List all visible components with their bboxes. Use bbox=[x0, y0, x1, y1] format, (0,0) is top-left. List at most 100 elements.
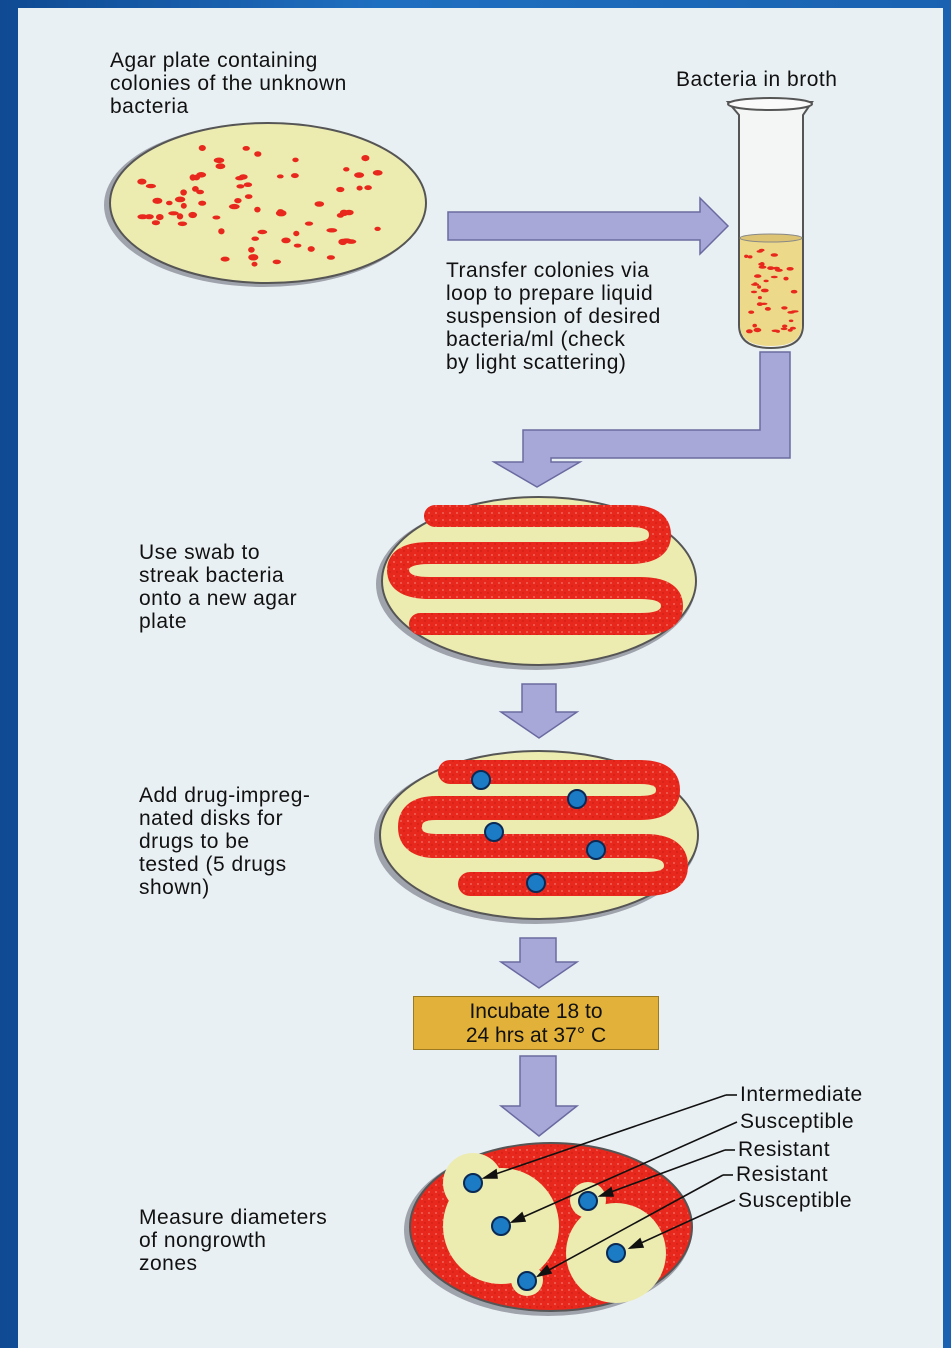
colony bbox=[212, 216, 220, 220]
transfer-label: Transfer colonies via loop to prepare li… bbox=[446, 259, 661, 374]
colony bbox=[245, 194, 253, 199]
colony bbox=[180, 189, 187, 195]
broth-cell bbox=[744, 255, 748, 258]
colony bbox=[336, 187, 344, 192]
drug-disk bbox=[607, 1244, 625, 1262]
broth-cell bbox=[771, 253, 778, 256]
colony bbox=[281, 238, 290, 244]
colony bbox=[166, 201, 173, 206]
drug-disk bbox=[587, 841, 605, 859]
result-label-2: Susceptible bbox=[740, 1110, 854, 1133]
broth-cell bbox=[761, 289, 769, 293]
broth-cell bbox=[781, 328, 788, 331]
colony bbox=[146, 184, 156, 188]
colony bbox=[137, 179, 146, 185]
drug-disk bbox=[485, 823, 503, 841]
colony bbox=[315, 201, 325, 207]
colony bbox=[188, 212, 197, 218]
colony bbox=[248, 247, 255, 253]
colony bbox=[340, 210, 348, 216]
arrow-to-broth bbox=[448, 198, 728, 254]
colony bbox=[234, 198, 241, 203]
arrow-to-incubate bbox=[501, 938, 577, 988]
broth-cell bbox=[783, 277, 788, 281]
streaked-agar-plate bbox=[376, 497, 696, 670]
colony bbox=[156, 214, 164, 220]
colony bbox=[244, 182, 252, 187]
drug-disk bbox=[472, 771, 490, 789]
drug-disk bbox=[579, 1192, 597, 1210]
drug-disk bbox=[527, 874, 545, 892]
broth-cell bbox=[791, 290, 798, 294]
colony bbox=[190, 174, 196, 180]
drug-disk bbox=[518, 1272, 536, 1290]
colony bbox=[251, 237, 259, 241]
colony bbox=[252, 262, 258, 267]
colony bbox=[292, 158, 298, 163]
arrow-to-result-plate bbox=[501, 1056, 577, 1136]
colony bbox=[374, 227, 380, 231]
colony bbox=[243, 146, 250, 151]
broth-cell bbox=[754, 328, 762, 332]
colony bbox=[236, 184, 244, 188]
broth-cell bbox=[746, 329, 753, 333]
broth-cell bbox=[791, 310, 799, 312]
colony bbox=[361, 155, 369, 161]
colony bbox=[357, 186, 363, 191]
broth-cell bbox=[758, 296, 762, 299]
colony bbox=[196, 172, 206, 178]
colony bbox=[308, 246, 315, 252]
colony bbox=[327, 255, 335, 260]
colony bbox=[181, 203, 187, 209]
colony bbox=[277, 209, 283, 213]
colony bbox=[152, 220, 160, 225]
colony bbox=[293, 231, 299, 236]
colony bbox=[221, 257, 230, 262]
broth-cell bbox=[787, 267, 794, 271]
agar-plate-colonies bbox=[104, 123, 426, 287]
colony bbox=[326, 228, 337, 232]
colony bbox=[354, 172, 364, 178]
colony bbox=[248, 254, 258, 260]
colony bbox=[254, 207, 260, 213]
colony bbox=[257, 230, 267, 234]
measure-label: Measure diameters of nongrowth zones bbox=[139, 1206, 327, 1275]
broth-cell bbox=[752, 324, 757, 328]
colony bbox=[152, 198, 162, 204]
broth-cell bbox=[789, 320, 794, 323]
drug-disk bbox=[568, 790, 586, 808]
broth-cell bbox=[751, 291, 757, 294]
broth-cell bbox=[776, 330, 780, 333]
broth-cell bbox=[782, 325, 787, 328]
result-label-3: Resistant bbox=[738, 1138, 830, 1161]
colony bbox=[175, 197, 185, 203]
colony bbox=[214, 158, 225, 164]
colony bbox=[216, 163, 226, 169]
broth-cell bbox=[758, 263, 763, 266]
colony bbox=[294, 244, 302, 248]
broth-cell bbox=[764, 280, 769, 283]
test-tube-broth bbox=[728, 98, 812, 348]
result-label-5: Susceptible bbox=[738, 1189, 852, 1212]
colony bbox=[364, 185, 372, 190]
colony bbox=[137, 214, 147, 219]
arrow-to-disk-plate bbox=[501, 684, 577, 738]
colony bbox=[199, 145, 206, 151]
agar-plate-label: Agar plate containing colonies of the un… bbox=[110, 49, 347, 118]
broth-cell bbox=[788, 329, 793, 332]
broth-cell bbox=[771, 276, 778, 278]
colony bbox=[291, 173, 299, 178]
broth-cell bbox=[757, 302, 763, 306]
incubate-box: Incubate 18 to 24 hrs at 37° C bbox=[413, 996, 659, 1050]
colony bbox=[178, 222, 187, 227]
result-label-1: Intermediate bbox=[740, 1083, 863, 1106]
colony bbox=[168, 211, 179, 215]
broth-cell bbox=[765, 307, 771, 311]
result-agar-plate bbox=[404, 1143, 692, 1316]
disks-label: Add drug-impreg- nated disks for drugs t… bbox=[139, 784, 310, 899]
broth-cell bbox=[781, 306, 787, 309]
broth-cell bbox=[748, 255, 753, 258]
colony bbox=[373, 170, 383, 176]
colony bbox=[273, 260, 281, 265]
colony bbox=[338, 239, 347, 245]
